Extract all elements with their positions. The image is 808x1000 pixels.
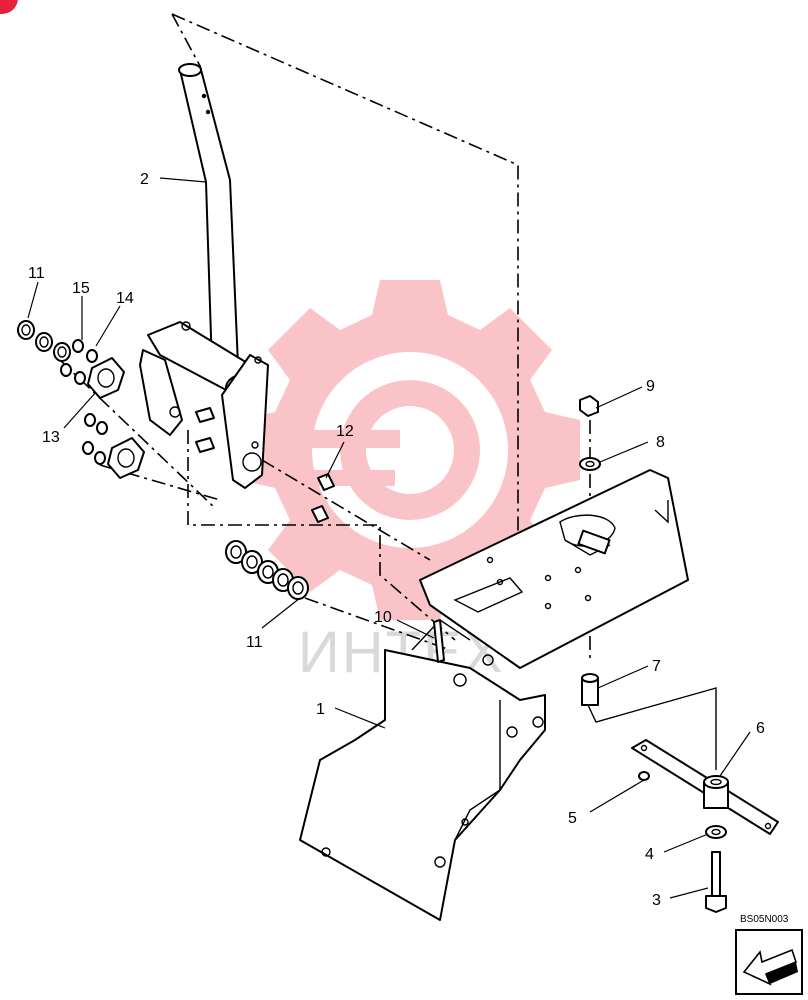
callout-1: 1 bbox=[316, 701, 325, 718]
bolts-12 bbox=[311, 473, 335, 523]
nut-5 bbox=[638, 771, 650, 781]
callout-9: 9 bbox=[646, 378, 655, 395]
washers-left bbox=[17, 320, 108, 465]
base-bracket bbox=[299, 619, 546, 921]
callout-6: 6 bbox=[756, 720, 765, 737]
link-arm-6 bbox=[587, 687, 779, 835]
callout-15: 15 bbox=[72, 280, 90, 297]
callout-3: 3 bbox=[652, 892, 661, 909]
mounting-plate bbox=[419, 469, 689, 669]
callouts: 1 2 3 4 5 6 7 8 9 10 11 11 12 13 14 15 bbox=[28, 171, 765, 909]
callout-11-upper: 11 bbox=[28, 265, 45, 282]
bearing-flange-upper bbox=[87, 357, 125, 399]
callout-7: 7 bbox=[652, 658, 661, 675]
callout-12: 12 bbox=[336, 423, 354, 440]
direction-arrow-icon bbox=[735, 929, 803, 995]
pin-10 bbox=[433, 619, 445, 663]
callout-14: 14 bbox=[116, 290, 134, 307]
reference-code: BS05N003 bbox=[740, 914, 789, 925]
spacer-7 bbox=[581, 673, 599, 706]
corner-badge-icon bbox=[0, 0, 18, 14]
callout-4: 4 bbox=[645, 846, 654, 863]
callout-10: 10 bbox=[374, 609, 392, 626]
callout-13: 13 bbox=[42, 429, 60, 446]
washer-4 bbox=[705, 825, 727, 839]
watermark-logo bbox=[240, 280, 580, 620]
callout-2: 2 bbox=[140, 171, 149, 188]
bolt-3 bbox=[705, 851, 727, 913]
leader-lines bbox=[27, 177, 751, 899]
shift-lever bbox=[139, 63, 269, 489]
washer-8 bbox=[579, 457, 601, 471]
washer-stack-lower bbox=[225, 540, 309, 600]
callout-11-lower: 11 bbox=[246, 634, 263, 651]
callout-5: 5 bbox=[568, 810, 577, 827]
bearing-flange-lower bbox=[107, 437, 145, 479]
callout-8: 8 bbox=[656, 434, 665, 451]
nut-9 bbox=[579, 395, 599, 417]
